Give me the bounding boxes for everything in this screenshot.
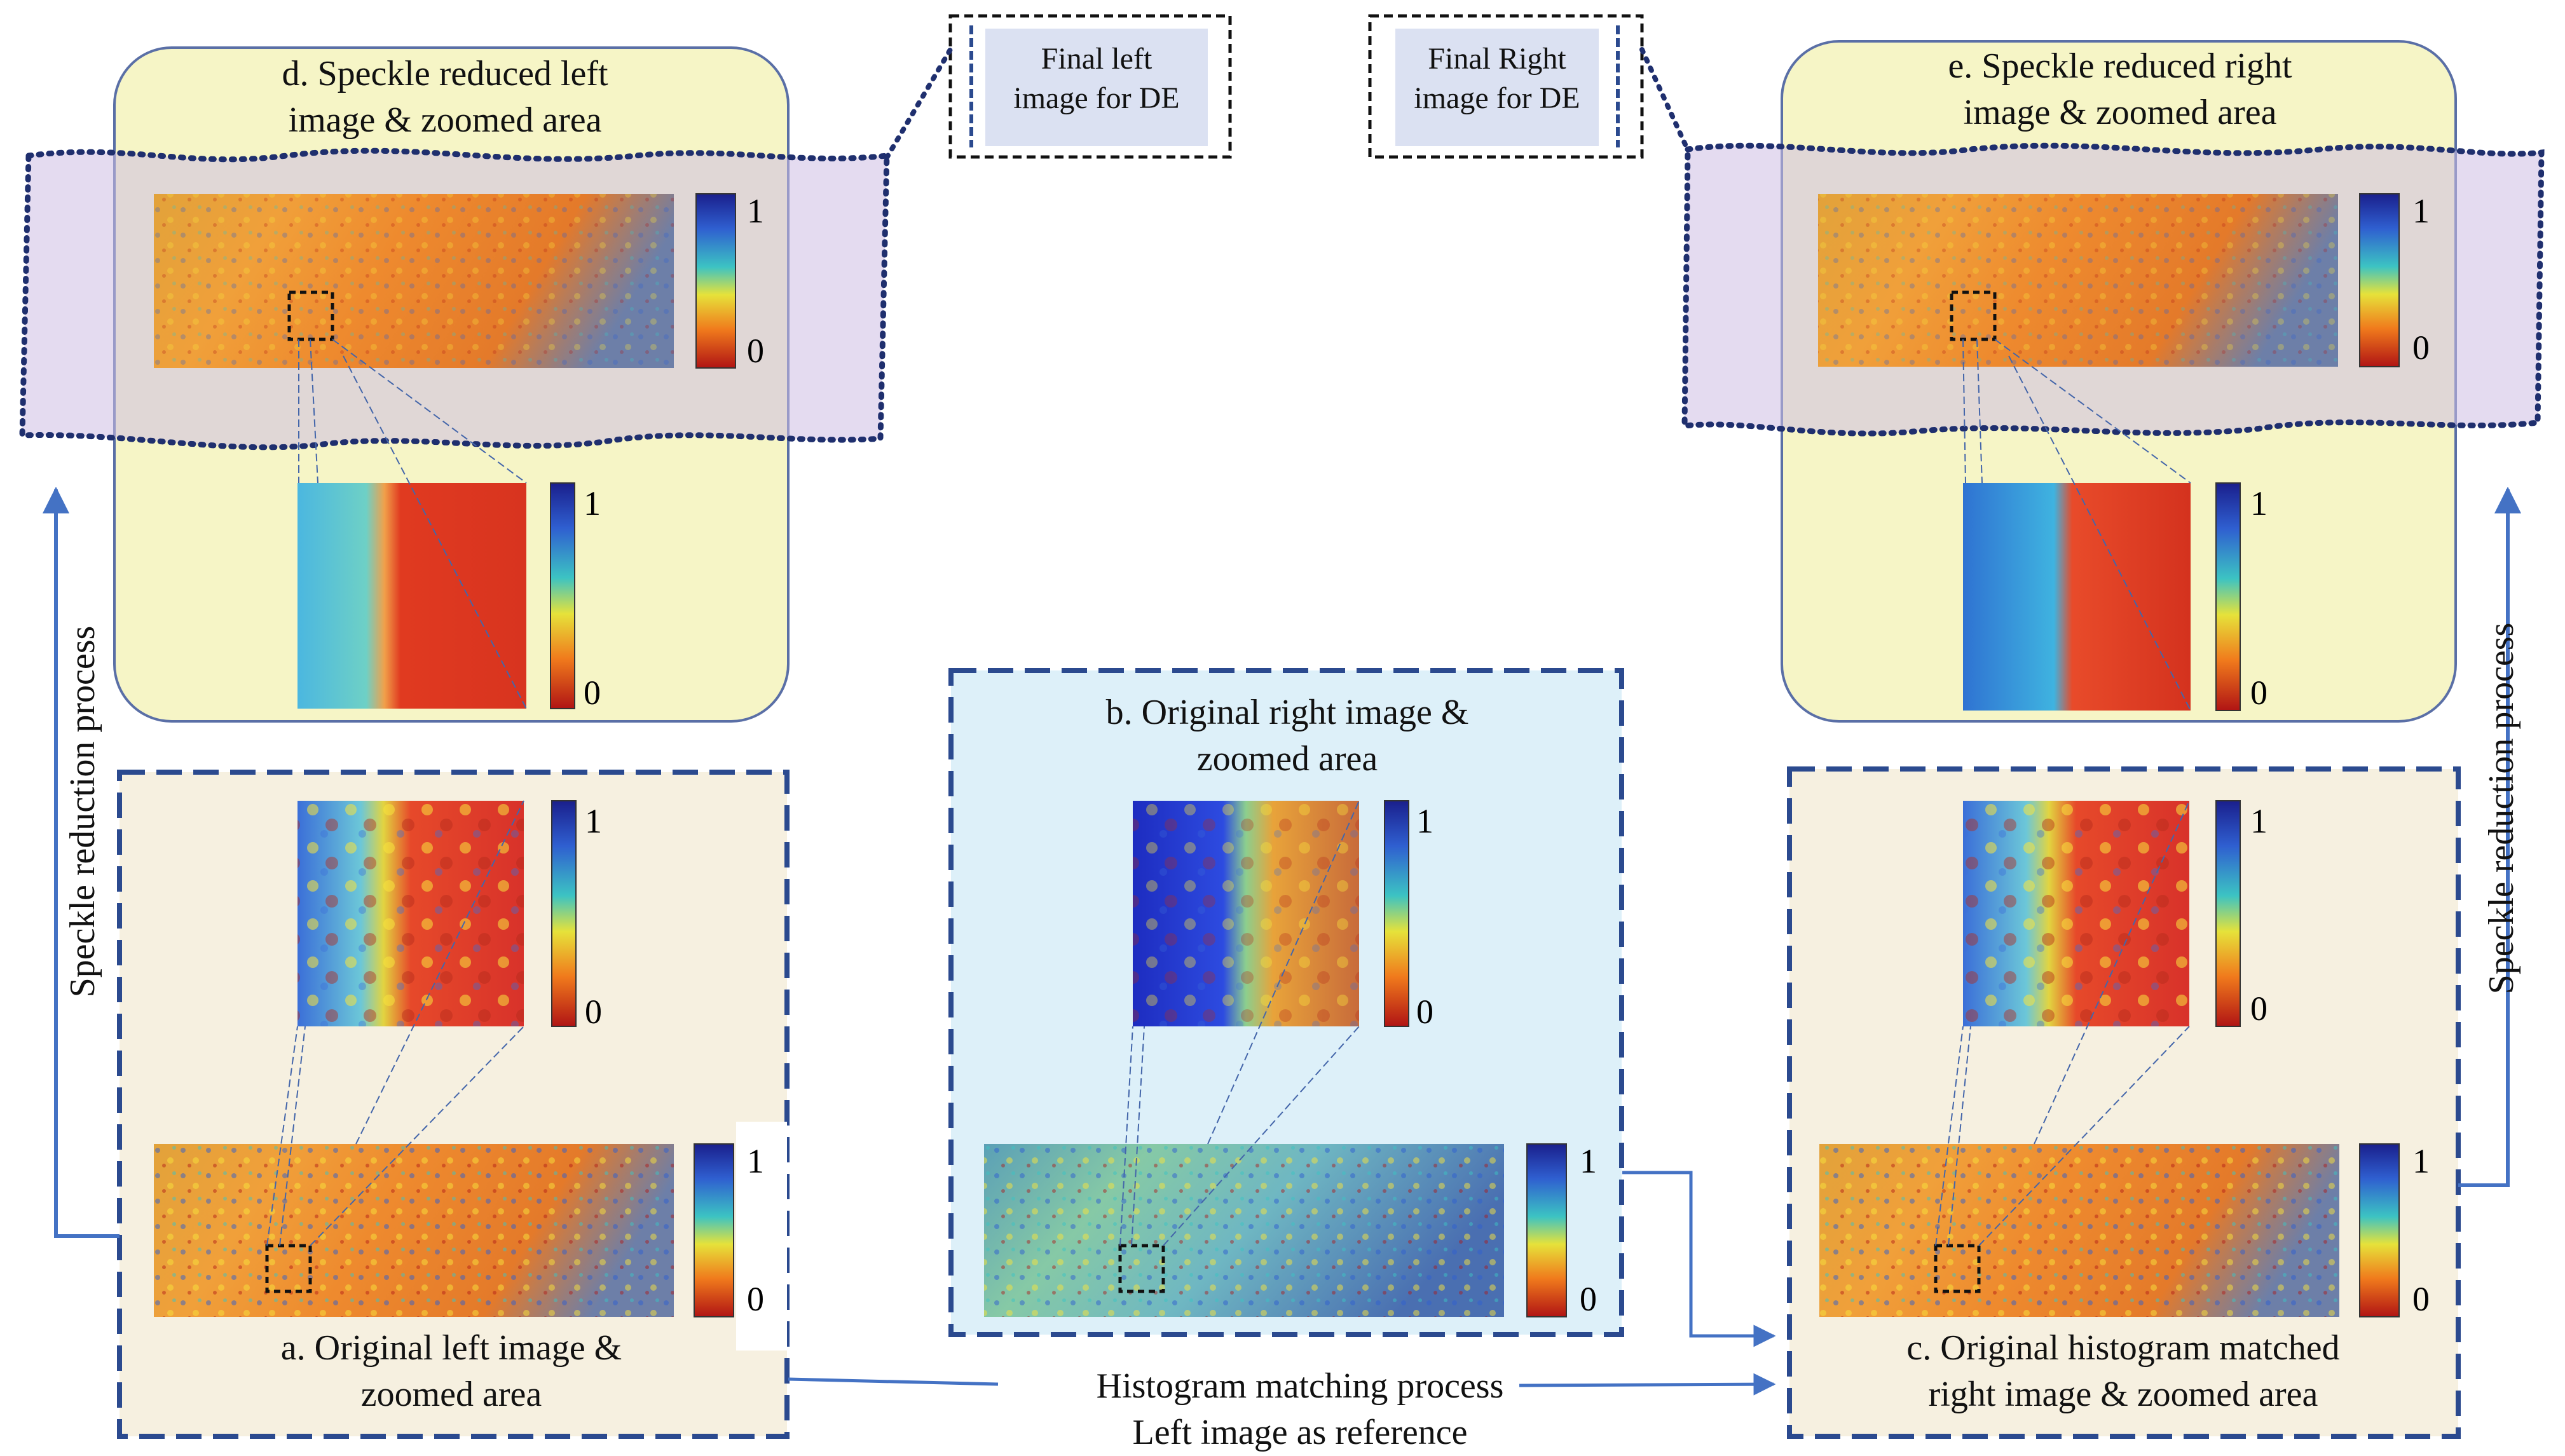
zoom-e-image	[1963, 483, 2191, 711]
panel-c-title: c. Original histogram matched right imag…	[1906, 1328, 2340, 1414]
matching-arrow	[1622, 1171, 1776, 1347]
histogram-arrow-right	[1519, 1373, 1776, 1396]
colorbar-d-top-min: 0	[747, 332, 764, 370]
colorbar-a-main	[694, 1143, 734, 1317]
colorbar-b-zoom-min: 0	[1416, 993, 1433, 1031]
panel-a-title: a. Original left image & zoomed area	[280, 1328, 622, 1414]
original-right-texture	[984, 1144, 1504, 1317]
final-right-box	[1395, 29, 1599, 146]
colorbar-c-main-max: 1	[2412, 1142, 2430, 1180]
colorbar-b-main	[1526, 1143, 1567, 1317]
histogram-process-text: Histogram matching process	[1096, 1366, 1504, 1406]
speckle-arrow-left	[43, 486, 120, 1238]
colorbar-a-main-max: 1	[747, 1142, 764, 1180]
colorbar-c-zoom-min: 0	[2250, 990, 2267, 1028]
colorbar-e-zoom	[2215, 482, 2241, 711]
zoom-c-texture	[1963, 801, 2189, 1026]
colorbar-b-zoom	[1384, 800, 1409, 1027]
histogram-arrow-left	[788, 1377, 999, 1386]
speckle-arrow-right	[2458, 486, 2521, 1187]
zoom-d-image	[298, 483, 526, 709]
colorbar-e-zoom-max: 1	[2250, 484, 2267, 522]
matched-right-texture	[1819, 1144, 2339, 1317]
zoom-lines-a	[266, 800, 524, 1246]
colorbar-e-top-min: 0	[2412, 329, 2430, 367]
colorbar-a-zoom-max: 1	[585, 802, 602, 840]
zoom-box-a	[265, 1244, 312, 1293]
panel-d-title: d. Speckle reduced left image & zoomed a…	[282, 54, 608, 140]
speckle-process-left-label: Speckle reduction process	[63, 625, 102, 998]
final-left-box	[985, 29, 1208, 146]
colorbar-a-zoom	[551, 800, 577, 1027]
colorbar-d-zoom-min: 0	[584, 674, 601, 712]
zoom-lines-d	[298, 339, 527, 709]
colorbar-c-zoom	[2215, 800, 2241, 1027]
colorbar-d-top	[695, 193, 736, 369]
zoom-a-texture	[298, 801, 524, 1026]
zoom-b-texture	[1133, 801, 1359, 1026]
final-left-label: Final left image for DE	[1013, 42, 1180, 116]
colorbar-b-zoom-max: 1	[1416, 802, 1433, 840]
speckle-left-image-texture	[154, 194, 674, 368]
zoom-box-e	[1950, 290, 1997, 341]
histogram-process-label: Histogram matching process Left image as…	[1004, 1363, 1596, 1456]
colorbar-e-top	[2359, 193, 2400, 367]
speckle-right-image-texture	[1818, 194, 2338, 367]
speckle-process-right-label: Speckle reduction process	[2482, 622, 2521, 995]
colorbar-a-zoom-min: 0	[585, 993, 602, 1031]
final-right-connector	[1639, 47, 1690, 153]
original-left-texture	[154, 1144, 674, 1317]
colorbar-c-main-min: 0	[2412, 1280, 2430, 1318]
colorbar-e-zoom-min: 0	[2250, 674, 2267, 712]
colorbar-d-top-max: 1	[747, 192, 764, 230]
colorbar-b-main-max: 1	[1580, 1142, 1597, 1180]
zoom-box-b	[1118, 1244, 1165, 1293]
zoom-lines-b	[1119, 800, 1360, 1246]
final-left-connector	[884, 47, 953, 160]
colorbar-c-main	[2359, 1143, 2400, 1317]
colorbar-c-zoom-max: 1	[2250, 802, 2267, 840]
histogram-reference-text: Left image as reference	[1132, 1412, 1468, 1452]
panel-e-title: e. Speckle reduced right image & zoomed …	[1948, 46, 2292, 132]
colorbar-d-zoom	[550, 482, 575, 709]
zoom-lines-c	[1935, 800, 2190, 1246]
colorbar-b-main-min: 0	[1580, 1280, 1597, 1318]
panel-b-title: b. Original right image & zoomed area	[1105, 693, 1469, 779]
final-right-label: Final Right image for DE	[1414, 42, 1580, 116]
zoom-lines-e	[1962, 339, 2191, 711]
colorbar-e-top-max: 1	[2412, 192, 2430, 230]
colorbar-d-zoom-max: 1	[584, 484, 601, 522]
zoom-box-c	[1934, 1244, 1981, 1293]
colorbar-a-label-bg	[736, 1122, 787, 1351]
colorbar-a-main-min: 0	[747, 1280, 764, 1318]
